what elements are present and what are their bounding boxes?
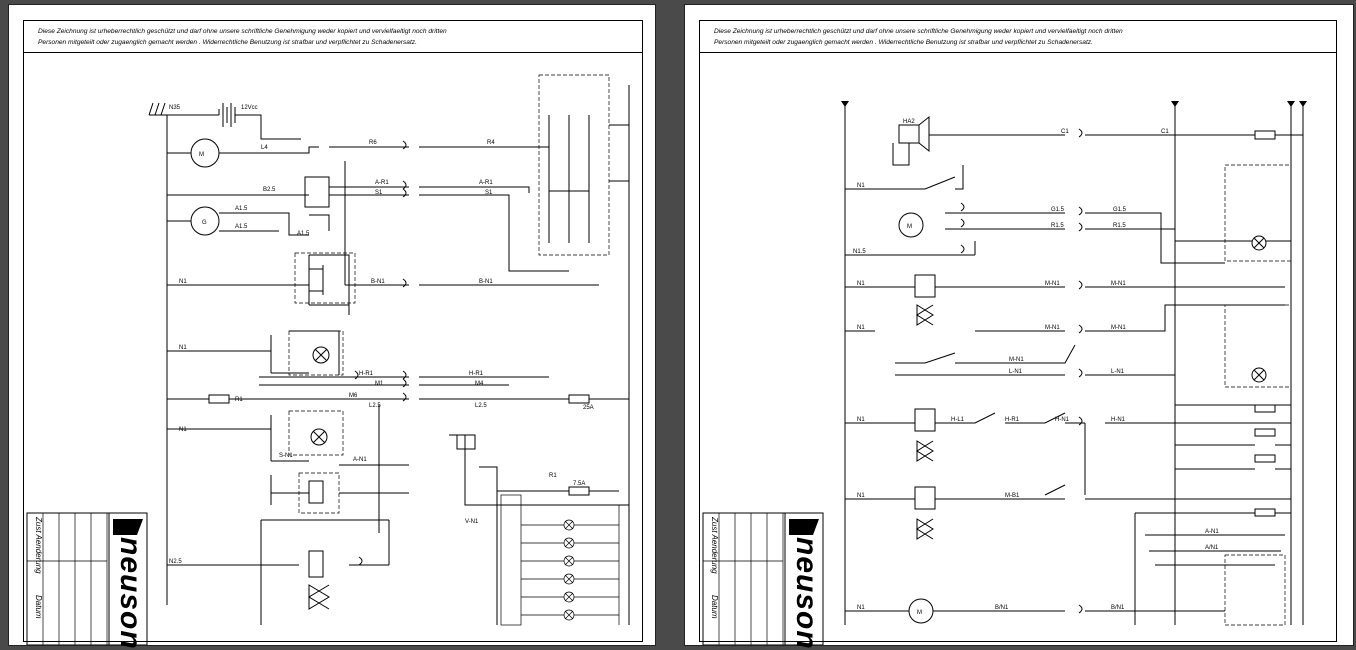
label-M-N1-e: M-N1	[1009, 357, 1024, 363]
label-V-N1: V-N1	[465, 519, 479, 525]
label-C1-b: C1	[1161, 129, 1169, 135]
label-R1: R1	[235, 397, 243, 403]
label-M6: M6	[349, 393, 358, 399]
label-HA2: HA2	[903, 119, 915, 125]
notice-line-1: Diese Zeichnung ist urheberrechtlich ges…	[714, 28, 1123, 35]
label-G1.5: G1.5	[1113, 207, 1127, 213]
label-7.5A: 7.5A	[573, 481, 585, 487]
label-M1: M1	[375, 381, 384, 387]
label-N2.5: N2.5	[169, 559, 182, 565]
schematic-right: HA2 C1 C1 N1 G1.5 G1.5 R1.5 R1.5 N1.5 N1…	[702, 101, 1307, 645]
label-H-N1-b: H-N1	[1111, 417, 1126, 423]
label-A-N1: A-N1	[1205, 529, 1219, 535]
title-block-left	[26, 512, 148, 645]
label-R1-b: R1	[549, 473, 557, 479]
label-N1-f: N1	[857, 605, 865, 611]
label-B-N1: B-N1	[371, 279, 385, 285]
label-A1.5-c: A1.5	[297, 231, 310, 237]
label-B/N1: B/N1	[995, 605, 1009, 611]
label-N1-c: N1	[857, 325, 865, 331]
copyright-notice: Diese Zeichnung ist urheberrechtlich ges…	[24, 21, 642, 53]
title-block-date-label: Datum	[710, 595, 719, 619]
label-motor-M3: M	[917, 610, 922, 616]
label-H-R1: H-R1	[1005, 417, 1020, 423]
label-motor-M: M	[199, 152, 204, 158]
drawing-sheet-right: Diese Zeichnung ist urheberrechtlich ges…	[684, 4, 1354, 650]
label-A-R1-b: A-R1	[479, 180, 493, 186]
label-L2.5-b: L2.5	[475, 403, 487, 409]
label-M-B1: M-B1	[1005, 493, 1020, 499]
label-N35: N35	[169, 105, 181, 111]
label-N1: N1	[179, 279, 187, 285]
title-block-index-label: Zust Aenderung	[34, 517, 43, 574]
company-logo: neuson	[114, 537, 147, 650]
title-block-date-label: Datum	[34, 595, 43, 619]
label-12vcc: 12Vcc	[241, 105, 258, 111]
notice-line-2: Personen mitgeteilt oder zugaenglich gem…	[38, 39, 417, 46]
label-L-N1: L-N1	[1009, 369, 1023, 375]
label-A1.5-b: A1.5	[235, 224, 248, 230]
label-N1-d: N1	[857, 417, 865, 423]
label-B-N1-b: B-N1	[479, 279, 493, 285]
label-M-N1: M-N1	[1045, 281, 1060, 287]
label-B2.5: B2.5	[263, 187, 276, 193]
label-R1.5: R1.5	[1051, 223, 1064, 229]
label-N1.5: N1.5	[853, 249, 866, 255]
title-block-right	[702, 512, 824, 645]
notice-line-1: Diese Zeichnung ist urheberrechtlich ges…	[38, 28, 447, 35]
label-L2.5: L2.5	[369, 403, 381, 409]
label-B/N1-b: B/N1	[1111, 605, 1125, 611]
label-M-N1-c: M-N1	[1045, 325, 1060, 331]
label-N1-b: N1	[857, 281, 865, 287]
label-S1-b: S1	[485, 190, 493, 196]
label-25A: 25A	[583, 405, 594, 411]
label-H-N1: H-N1	[1055, 417, 1070, 423]
company-logo: neuson	[790, 537, 823, 650]
label-A-R1: A-R1	[375, 180, 389, 186]
label-A1.5: A1.5	[235, 206, 248, 212]
label-L4: L4	[261, 145, 268, 151]
notice-line-2: Personen mitgeteilt oder zugaenglich gem…	[714, 39, 1093, 46]
label-L-N1-b: L-N1	[1111, 369, 1125, 375]
label-A/N1: A/N1	[1205, 545, 1219, 551]
drawing-sheet-left: Diese Zeichnung ist urheberrechtlich ges…	[8, 4, 656, 650]
label-S1: S1	[375, 190, 383, 196]
label-motor-M2: M	[907, 224, 912, 230]
copyright-notice: Diese Zeichnung ist urheberrechtlich ges…	[700, 21, 1336, 53]
label-G1.5-a: G1.5	[1051, 207, 1065, 213]
label-H-L1: H-L1	[951, 417, 965, 423]
label-R4: R4	[487, 140, 495, 146]
label-H-R1-b: H-R1	[469, 371, 484, 377]
label-R6: R6	[369, 140, 377, 146]
label-M4: M4	[475, 381, 484, 387]
title-block-index-label: Zust Aenderung	[710, 517, 719, 574]
label-H-R1: H-R1	[359, 371, 374, 377]
label-N1-e: N1	[857, 493, 865, 499]
schematic-left: N35 12Vcc L4 R6 R4 B2.5 A-R1 A-R1 S1 S1 …	[26, 74, 630, 645]
label-N1-b: N1	[179, 345, 187, 351]
label-M-N1-d: M-N1	[1111, 325, 1126, 331]
label-M-N1-b: M-N1	[1111, 281, 1126, 287]
label-C1: C1	[1061, 129, 1069, 135]
label-N1: N1	[857, 183, 865, 189]
label-R1.5-b: R1.5	[1113, 223, 1126, 229]
label-N1-c: N1	[179, 427, 187, 433]
label-A-N1: A-N1	[353, 457, 367, 463]
label-gen-G: G	[202, 220, 207, 226]
label-S-N1: S-N1	[279, 453, 293, 459]
